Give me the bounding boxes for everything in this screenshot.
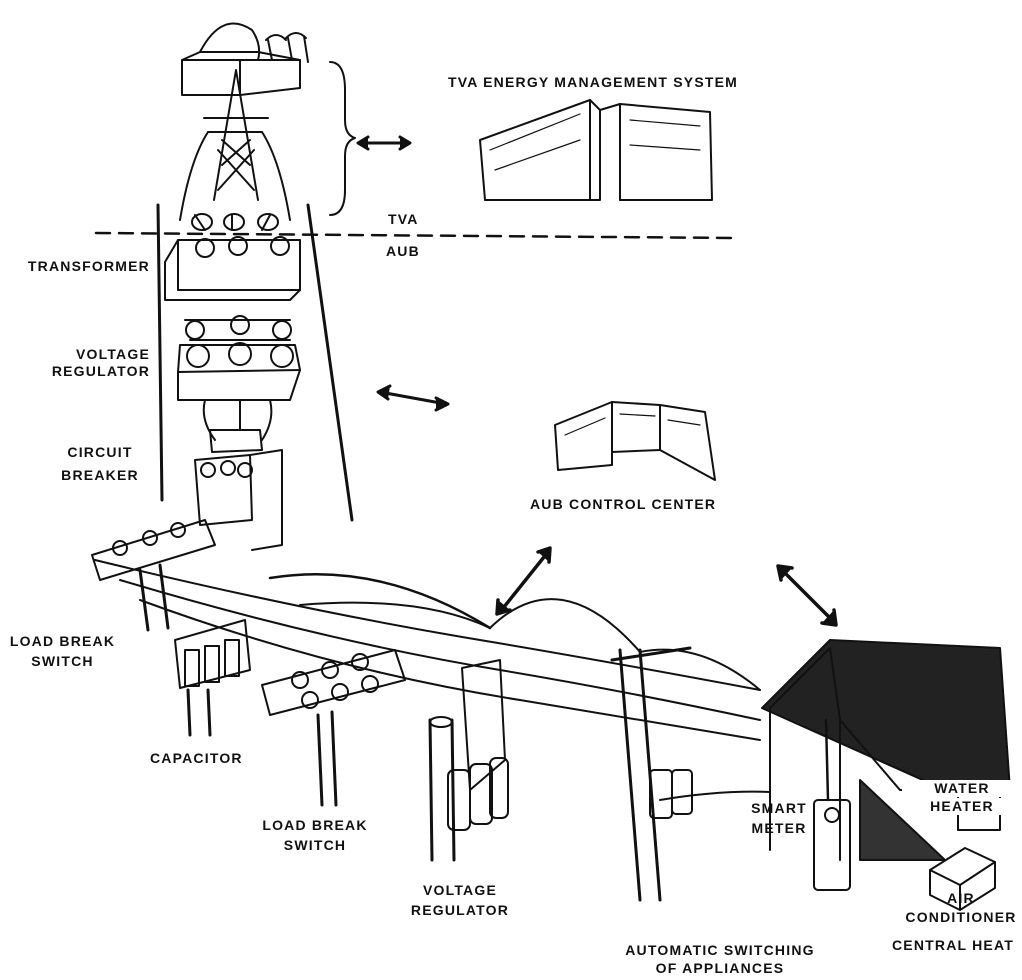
- tva-aub-boundary-line: [96, 233, 738, 238]
- arrow-control-to-house: [778, 566, 836, 625]
- voltage-regulator-top-label-line1: VOLTAGE: [0, 346, 150, 363]
- aub-control-center-label: AUB CONTROL CENTER: [530, 496, 716, 513]
- automatic-switching-pole-illustration: [612, 648, 692, 900]
- voltage-regulator-bottom-label-line2: REGULATOR: [395, 902, 525, 919]
- load-break-switch-left-label-line2: SWITCH: [0, 653, 125, 670]
- tva-label: TVA: [388, 211, 419, 228]
- circuit-breaker-label-line1: CIRCUIT: [40, 444, 160, 461]
- transformer-label: TRANSFORMER: [0, 258, 150, 275]
- automatic-switching-label-line2: OF APPLIANCES: [600, 960, 840, 977]
- tva-energy-management-system-label: TVA ENERGY MANAGEMENT SYSTEM: [448, 74, 738, 91]
- power-plant-illustration: [182, 24, 308, 95]
- voltage-regulator-top-label-line2: REGULATOR: [0, 363, 150, 380]
- tva-ems-control-room-illustration: [480, 100, 712, 200]
- load-break-switch-mid-label-line1: LOAD BREAK: [250, 817, 380, 834]
- capacitor-illustration: [175, 620, 250, 735]
- capacitor-label: CAPACITOR: [150, 750, 243, 767]
- circuit-breaker-label-line2: BREAKER: [40, 467, 160, 484]
- load-break-switch-mid-label-line2: SWITCH: [250, 837, 380, 854]
- air-conditioner-label-line2: CONDITIONER: [900, 909, 1022, 926]
- water-heater-label-line1: WATER: [902, 780, 1022, 797]
- load-break-switch-left-label-line1: LOAD BREAK: [0, 633, 125, 650]
- house-illustration: [762, 640, 1010, 910]
- water-heater-label-line2: HEATER: [902, 798, 1022, 815]
- smart-meter-label-line1: SMART: [744, 800, 814, 817]
- tva-bracket: [330, 62, 355, 215]
- voltage-regulator-bottom-label-line1: VOLTAGE: [395, 882, 525, 899]
- air-conditioner-label-line1: AIR: [900, 890, 1022, 907]
- aub-label: AUB: [386, 243, 420, 260]
- arrow-substation-control: [378, 386, 448, 410]
- transmission-tower-illustration: [180, 70, 290, 220]
- aub-control-center-illustration: [555, 402, 715, 480]
- central-heat-label: CENTRAL HEAT: [884, 937, 1022, 954]
- substation-illustration: [158, 205, 352, 550]
- automatic-switching-label-line1: AUTOMATIC SWITCHING: [600, 942, 840, 959]
- arrow-tva-ems: [358, 137, 410, 149]
- voltage-regulator-pole-illustration: [430, 660, 508, 860]
- smart-meter-label-line2: METER: [744, 820, 814, 837]
